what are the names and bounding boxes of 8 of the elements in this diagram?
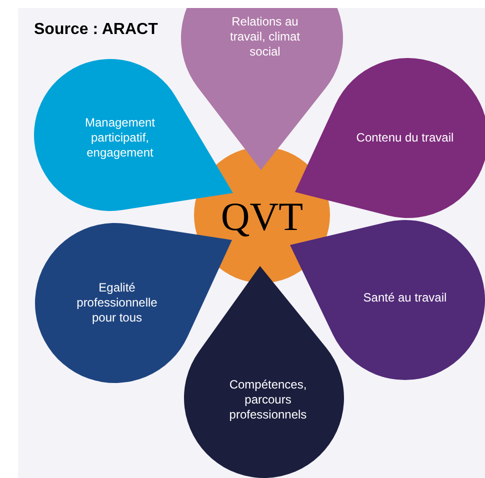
petal-label: Relations au travail, climat social (228, 14, 301, 60)
center-title: QVT (220, 195, 304, 239)
petal-label: Santé au travail (362, 290, 448, 306)
petal-label: Contenu du travail (355, 130, 455, 146)
petal-label: Management participatif, engagement (84, 116, 156, 160)
petal-label: Compétences, parcours professionnels (228, 378, 308, 422)
source-note: Source : ARACT (34, 21, 158, 39)
petal-label: Egalité professionnelle pour tous (76, 280, 158, 326)
